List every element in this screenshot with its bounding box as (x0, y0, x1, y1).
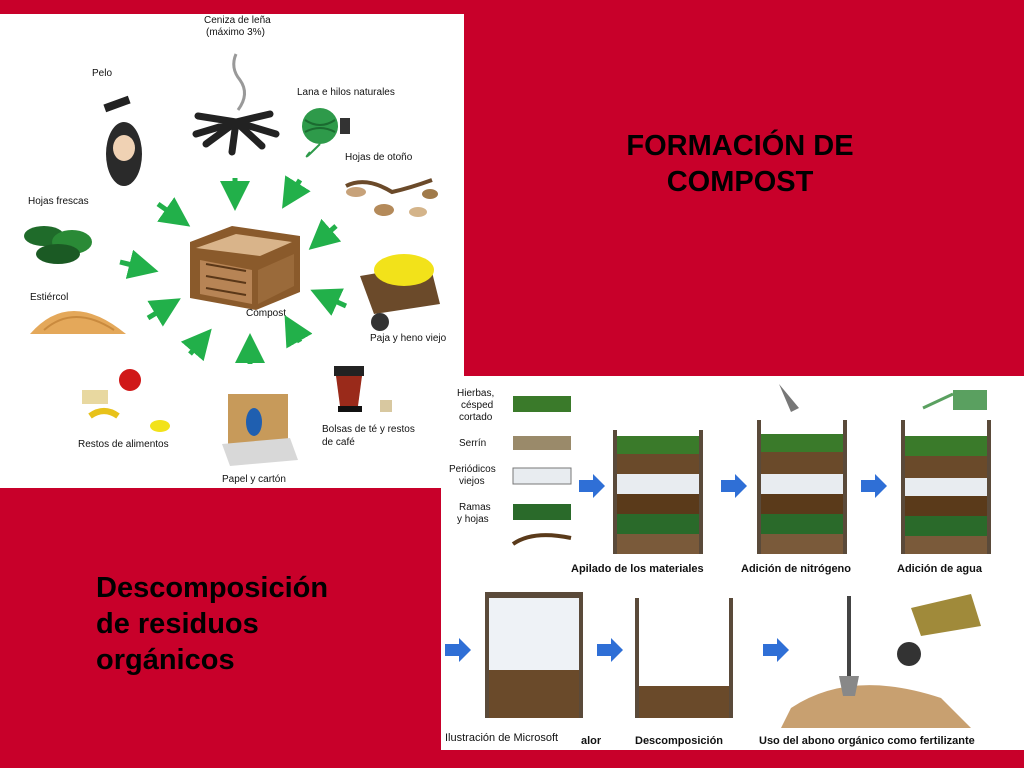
pile-decomposition-illustration (635, 598, 733, 718)
autumn-leaves-icon (345, 178, 438, 217)
compost-bin-illustration (190, 226, 300, 310)
compost-label: Compost (246, 308, 286, 319)
step-decomposition-label: Descomposición (635, 735, 723, 747)
coffee-pot-icon (334, 366, 392, 412)
compost-use-illustration (781, 594, 981, 728)
food-scraps-icon (82, 369, 170, 432)
straw-wheelbarrow-icon (360, 254, 440, 331)
blue-arrows (445, 474, 887, 662)
manure-pile-icon (30, 311, 126, 334)
slide-subtitle: Descomposición de residuos orgánicos (96, 570, 426, 678)
wood-ash-icon (192, 53, 280, 156)
slide-subtitle-line-3: orgánicos (96, 644, 235, 676)
arrow-icon (861, 474, 887, 498)
material-sawdust: Serrín (459, 438, 486, 449)
leaves-swatch (513, 504, 571, 520)
slide-subtitle-line-2: de residuos (96, 608, 259, 640)
step-use-label: Uso del abono orgánico como fertilizante (759, 735, 975, 747)
tea-label-line-1: Bolsas de té y restos (322, 424, 415, 435)
material-branches-line-2: y hojas (457, 514, 489, 525)
manure-label: Estiércol (30, 292, 68, 303)
wool-label: Lana e hilos naturales (297, 87, 395, 98)
slide-title-line-2: COMPOST (666, 166, 814, 198)
material-branches-line-1: Ramas (459, 502, 491, 513)
arrow-icon (146, 298, 181, 327)
compost-inputs-diagram: Compost Ceniza de leña (máximo 3%) Pelo … (0, 14, 464, 488)
illustration-credit: Ilustración de Microsoft (445, 732, 558, 744)
step-stacking-label: Apilado de los materiales (571, 563, 704, 575)
slide-title: FORMACIÓN DE COMPOST (560, 128, 920, 200)
food-label: Restos de alimentos (78, 439, 169, 450)
arrow-icon (310, 288, 348, 316)
arrow-icon (445, 638, 471, 662)
compost-process-diagram: Hierbas, césped cortado Serrín Periódico… (441, 376, 1024, 750)
arrow-icon (180, 328, 212, 362)
newspaper-swatch (512, 467, 572, 485)
green-arrows (119, 175, 348, 364)
sawdust-swatch (513, 436, 571, 450)
arrow-icon (579, 474, 605, 498)
material-grass-line-2: césped (461, 400, 493, 411)
slide-title-line-1: FORMACIÓN DE (626, 130, 854, 162)
material-grass-line-3: cortado (459, 412, 493, 423)
slide-subtitle-line-1: Descomposición (96, 572, 329, 604)
arrow-icon (763, 638, 789, 662)
step-nitrogen-label: Adición de nitrógeno (741, 563, 851, 575)
paper-label: Papel y cartón (222, 474, 286, 485)
pile-stacking-illustration (613, 430, 703, 554)
step-heat-label: alor (581, 735, 602, 747)
fresh-leaves-label: Hojas frescas (28, 196, 89, 207)
paper-box-icon (222, 394, 298, 466)
material-newspaper-line-1: Periódicos (449, 464, 496, 475)
wool-ball-icon (302, 108, 350, 158)
ash-label-line-2: (máximo 3%) (206, 27, 265, 38)
straw-label: Paja y heno viejo (370, 333, 447, 344)
hair-person-icon (103, 95, 142, 186)
arrow-icon (156, 197, 191, 227)
ash-label-line-1: Ceniza de leña (204, 15, 271, 26)
material-grass-line-1: Hierbas, (457, 388, 494, 399)
arrow-icon (308, 218, 342, 250)
material-newspaper-line-2: viejos (459, 476, 485, 487)
pile-heat-illustration (485, 592, 583, 718)
step-water-label: Adición de agua (897, 563, 983, 575)
grass-swatch (513, 396, 571, 412)
autumn-leaves-label: Hojas de otoño (345, 152, 413, 163)
tea-label-line-2: de café (322, 437, 355, 448)
arrow-icon (284, 314, 313, 349)
arrow-icon (721, 474, 747, 498)
pile-nitrogen-illustration (757, 384, 847, 554)
pile-water-illustration (901, 390, 991, 554)
arrow-icon (119, 249, 159, 279)
branches-icon (511, 533, 572, 546)
fresh-leaves-icon (24, 226, 92, 264)
hair-label: Pelo (92, 68, 112, 79)
arrow-icon (597, 638, 623, 662)
arrow-icon (282, 175, 311, 209)
